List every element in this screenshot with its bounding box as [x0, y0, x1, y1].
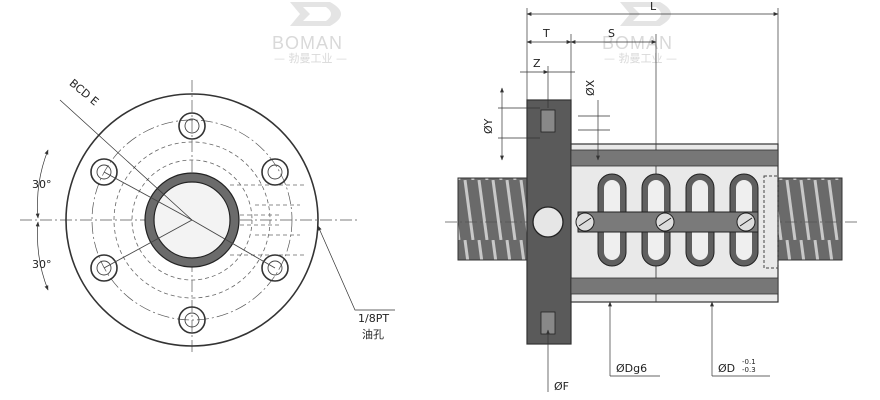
- retainer-screw: [575, 212, 595, 232]
- dim-Dg6-label: ØDg6: [616, 362, 647, 375]
- angle-top-label: 30°: [32, 178, 52, 191]
- front-view: BCD E 30° 30° 1/8PT 油孔: [20, 77, 395, 355]
- watermark-brand: BOMAN: [272, 33, 343, 53]
- bolt-hole: [90, 254, 118, 282]
- brand-logo-icon: [290, 2, 341, 26]
- dim-F-label: ØF: [554, 380, 569, 393]
- bolt-hole: [178, 306, 206, 334]
- dim-X-label: ØX: [584, 79, 597, 96]
- dim-D-upper-tolerance: -0.1: [742, 358, 756, 366]
- flange-outline: [65, 93, 319, 347]
- watermark-subtitle: — 勃曼工业 —: [274, 52, 347, 65]
- side-view: L T S Z ØX ØY ØF ØDg6 ØD -: [445, 0, 860, 393]
- bolt-hole: [261, 254, 289, 282]
- bolt-circle: [91, 119, 293, 321]
- dim-Y-label: ØY: [482, 118, 495, 134]
- dim-L-label: L: [650, 0, 657, 13]
- watermark-left: BOMAN — 勃曼工业 —: [272, 2, 347, 65]
- bolt-hole: [178, 112, 206, 140]
- screw-shaft-right: [777, 177, 843, 261]
- screw-shaft-left: [457, 177, 529, 261]
- watermark-right: BOMAN — 勃曼工业 —: [602, 2, 677, 65]
- angle-bottom-label: 30°: [32, 258, 52, 271]
- dim-Z-label: Z: [533, 57, 541, 70]
- dim-S-label: S: [608, 27, 615, 40]
- bolt-hole: [90, 158, 118, 186]
- bolt-hole: [261, 158, 289, 186]
- bcd-label: BCD E: [67, 77, 101, 109]
- watermark-subtitle: — 勃曼工业 —: [604, 52, 677, 65]
- oil-port-label: 1/8PT: [358, 312, 389, 325]
- dim-D-lower-tolerance: -0.3: [742, 366, 756, 374]
- dim-D-label: ØD: [718, 362, 735, 375]
- oil-port-sub-label: 油孔: [362, 327, 384, 341]
- dim-T-label: T: [542, 27, 550, 40]
- retainer-screw: [736, 212, 756, 232]
- retainer-screw: [655, 212, 675, 232]
